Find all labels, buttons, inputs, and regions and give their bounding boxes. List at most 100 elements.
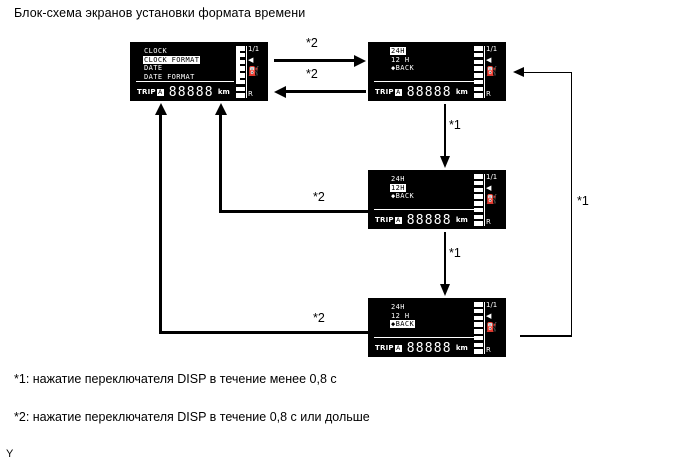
edge-label-p4-to-p2-return: *1 (577, 194, 589, 208)
fuel-gauge-reserve-label: R (486, 346, 491, 354)
lcd-separator (374, 337, 478, 338)
trip-readout: TRIP A 88888 km (375, 84, 468, 100)
lcd-level-bar-icon (236, 47, 240, 82)
edge-p4-return-horizontal-line (159, 331, 369, 334)
triangle-marker-icon: ◀ (486, 57, 492, 64)
edge-p3-to-p4-line (444, 232, 446, 287)
fuel-gauge-cluster: 1/1 ◀ ⛽ R (474, 301, 504, 355)
fuel-gauge-reserve-label: R (486, 218, 491, 226)
fuel-pump-icon: ⛽ (486, 194, 498, 204)
edge-p3-return-horizontal-line (219, 210, 369, 213)
edge-p4-return-arrowhead (513, 67, 524, 77)
fuel-gauge-rail (246, 46, 247, 98)
trip-readout: TRIP A 88888 km (137, 84, 230, 100)
page-marker: Y (6, 448, 14, 460)
fuel-pump-icon: ⛽ (248, 66, 260, 76)
triangle-marker-icon: ◀ (486, 185, 492, 192)
edge-p3-return-vertical-line (219, 114, 222, 213)
fuel-gauge-full-label: 1/1 (486, 301, 498, 309)
trip-a-icon: A (394, 344, 402, 352)
trip-odometer-digits: 88888 (406, 212, 452, 228)
menu-item-date-format[interactable]: DATE FORMAT (144, 72, 195, 81)
fuel-gauge-cluster: 1/1 ◀ ⛽ R (474, 173, 504, 227)
edge-p4-return-left-arrowhead (154, 103, 167, 115)
edge-label-p3-to-p1-return: *2 (313, 190, 325, 204)
trip-readout: TRIP A 88888 km (375, 212, 468, 228)
lcd-panel-24h-selected[interactable]: 24H 12 H ◆BACK TRIP A 88888 km 1/1 ◀ ⛽ (368, 42, 506, 101)
trip-label: TRIP (375, 88, 394, 96)
lcd-separator (136, 81, 234, 82)
menu-item-24h[interactable]: 24H (390, 47, 406, 56)
footnote-1: *1: нажатие переключателя DISP в течение… (14, 372, 337, 386)
fuel-gauge-rail (484, 174, 485, 226)
fuel-gauge-bars-icon (474, 302, 483, 354)
fuel-gauge-cluster: 1/1 ◀ ⛽ R (474, 45, 504, 99)
fuel-gauge-reserve-label: R (486, 90, 491, 98)
edge-p4-return-vertical-line (570, 72, 572, 336)
edge-p4-return-top-line (524, 71, 571, 73)
edge-p2-to-p1-line (286, 90, 366, 93)
lcd-separator (374, 81, 478, 82)
trip-a-icon: A (156, 88, 164, 96)
lcd-menu-list: 24H 12H ◆BACK (390, 173, 464, 201)
menu-item-24h[interactable]: 24H (391, 175, 405, 183)
fuel-gauge-rail (484, 46, 485, 98)
menu-item-back[interactable]: ◆BACK (391, 64, 415, 73)
menu-item-12h[interactable]: 12 H (391, 311, 410, 320)
fuel-pump-icon: ⛽ (486, 322, 498, 332)
trip-odometer-digits: 88888 (406, 84, 452, 100)
edge-p2-to-p1-arrowhead (274, 85, 286, 98)
lcd-menu-list: 24H 12 H ◆BACK (390, 45, 464, 73)
lcd-separator (374, 209, 478, 210)
edge-p3-to-p4-arrowhead (440, 284, 450, 296)
edge-label-p2-to-p3: *1 (449, 118, 461, 132)
footnote-2: *2: нажатие переключателя DISP в течение… (14, 410, 370, 424)
edge-label-p3-to-p4: *1 (449, 246, 461, 260)
fuel-gauge-bars-icon (236, 46, 245, 98)
lcd-menu-list: CLOCK CLOCK FORMAT DATE DATE FORMAT (143, 45, 235, 81)
trip-unit-label: km (455, 344, 468, 352)
lcd-menu-list: 24H 12 H ◆BACK (390, 301, 464, 329)
menu-item-back[interactable]: ◆BACK (391, 192, 415, 201)
edge-p2-to-p3-line (444, 104, 446, 159)
page-title: Блок-схема экранов установки формата вре… (14, 6, 306, 20)
menu-item-24h[interactable]: 24H (391, 303, 405, 311)
edge-p4-return-bottom-line (520, 335, 572, 337)
fuel-gauge-bars-icon (474, 174, 483, 226)
triangle-marker-icon: ◀ (248, 57, 254, 64)
menu-item-clock-format[interactable]: CLOCK FORMAT (143, 55, 201, 64)
trip-unit-label: km (455, 216, 468, 224)
edge-label-p1-to-p2: *2 (306, 36, 318, 50)
menu-item-date[interactable]: DATE (144, 64, 163, 73)
fuel-gauge-full-label: 1/1 (248, 45, 260, 53)
trip-unit-label: km (217, 88, 230, 96)
trip-readout: TRIP A 88888 km (375, 340, 468, 356)
edge-p3-return-arrowhead (214, 103, 227, 115)
fuel-gauge-rail (484, 302, 485, 354)
edge-p2-to-p3-arrowhead (440, 156, 450, 168)
trip-odometer-digits: 88888 (168, 84, 214, 100)
fuel-pump-icon: ⛽ (486, 66, 498, 76)
edge-p1-to-p2-line (274, 59, 354, 62)
lcd-panel-back-selected[interactable]: 24H 12 H ◆BACK TRIP A 88888 km 1/1 ◀ ⛽ (368, 298, 506, 357)
fuel-gauge-full-label: 1/1 (486, 45, 498, 53)
fuel-gauge-bars-icon (474, 46, 483, 98)
lcd-panel-12h-selected[interactable]: 24H 12H ◆BACK TRIP A 88888 km 1/1 ◀ ⛽ (368, 170, 506, 229)
fuel-gauge-full-label: 1/1 (486, 173, 498, 181)
trip-a-icon: A (394, 216, 402, 224)
trip-unit-label: km (455, 88, 468, 96)
trip-label: TRIP (137, 88, 156, 96)
trip-a-icon: A (394, 88, 402, 96)
menu-item-back[interactable]: ◆BACK (390, 320, 416, 329)
edge-label-p4-to-p1-return: *2 (313, 311, 325, 325)
edge-p1-to-p2-arrowhead (354, 54, 366, 67)
fuel-gauge-reserve-label: R (248, 90, 253, 98)
menu-item-12h[interactable]: 12H (390, 183, 406, 192)
menu-item-12h[interactable]: 12 H (391, 55, 410, 64)
trip-label: TRIP (375, 344, 394, 352)
menu-item-clock[interactable]: CLOCK (144, 47, 168, 55)
lcd-panel-clock-menu[interactable]: CLOCK CLOCK FORMAT DATE DATE FORMAT TRIP… (130, 42, 268, 101)
edge-label-p2-to-p1: *2 (306, 67, 318, 81)
trip-label: TRIP (375, 216, 394, 224)
